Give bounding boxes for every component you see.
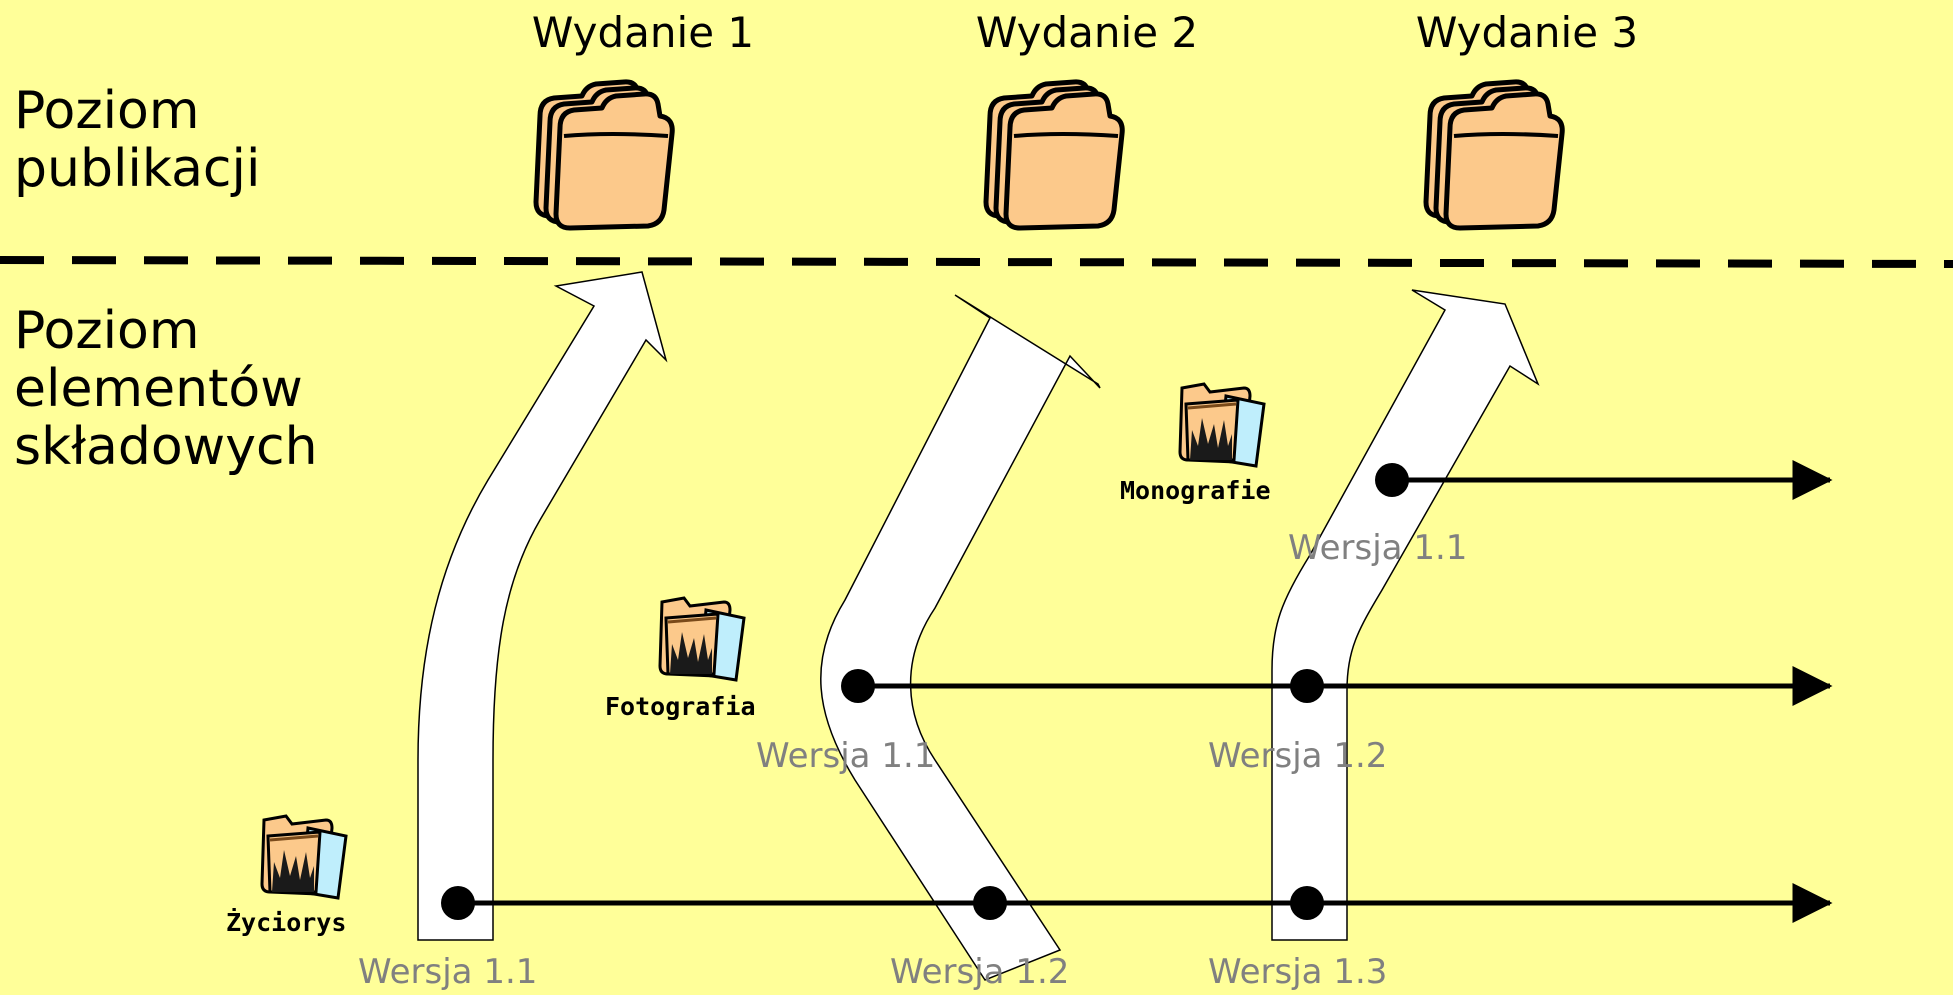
version-label: Wersja 1.2 xyxy=(890,952,1070,992)
version-dot-zyciorys-1-1 xyxy=(441,886,475,920)
open-folder-with-picture-icon xyxy=(1178,382,1266,468)
level-label-line: Poziom xyxy=(14,301,200,361)
component-label-monografie: Monografie xyxy=(1120,476,1271,505)
edition-label: Wydanie 3 xyxy=(1415,8,1639,57)
version-dot-fotografia-1-1 xyxy=(841,669,875,703)
version-label: Wersja 1.1 xyxy=(358,952,538,992)
component-label-fotografia: Fotografia xyxy=(605,692,756,721)
version-label: Wersja 1.2 xyxy=(1208,736,1388,776)
flow-arrow-edition-3 xyxy=(1271,289,1540,941)
version-label: Wersja 1.1 xyxy=(756,736,936,776)
level-label-components: Poziom elementów składowych xyxy=(14,302,318,477)
level-label-line: elementów xyxy=(14,359,303,420)
edition-label: Wydanie 1 xyxy=(531,8,755,57)
stacked-folders-icon xyxy=(536,82,672,228)
version-dot-zyciorys-1-2 xyxy=(973,886,1007,920)
version-dot-fotografia-1-2 xyxy=(1290,669,1324,703)
open-folder-with-picture-icon xyxy=(260,814,348,900)
level-separator-line xyxy=(0,256,1953,268)
stacked-folders-icon xyxy=(1426,82,1562,228)
level-label-line: Poziom xyxy=(14,81,200,141)
level-label-line: składowych xyxy=(14,417,318,478)
version-dot-monografie-1-1 xyxy=(1375,463,1409,497)
level-label-publication: Poziom publikacji xyxy=(14,81,261,200)
edition-label: Wydanie 2 xyxy=(975,8,1199,57)
level-label-line: publikacji xyxy=(14,139,261,200)
version-dot-zyciorys-1-3 xyxy=(1290,886,1324,920)
component-label-zyciorys: Życiorys xyxy=(226,908,347,937)
open-folder-with-picture-icon xyxy=(658,596,746,682)
version-label: Wersja 1.3 xyxy=(1208,952,1388,992)
flow-arrow-edition-2 xyxy=(820,294,1101,981)
flow-arrow-edition-1 xyxy=(417,271,668,941)
version-label: Wersja 1.1 xyxy=(1288,528,1468,568)
stacked-folders-icon xyxy=(986,82,1122,228)
